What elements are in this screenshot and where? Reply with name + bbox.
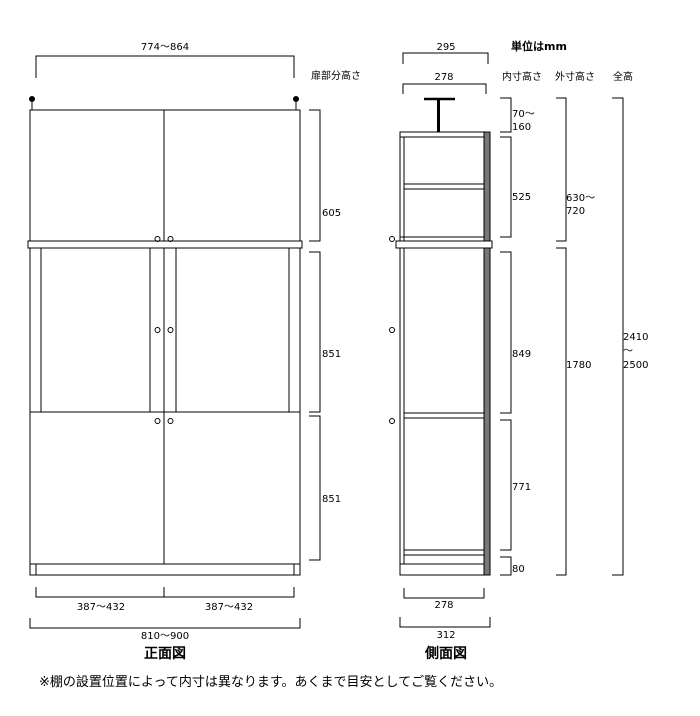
total-height-header: 全高 (613, 70, 633, 83)
outer-height-2: 1780 (566, 360, 591, 371)
side-joint-band (395, 240, 493, 249)
inner-height-bracket-5 (500, 556, 512, 576)
inner-height-1: 70～160 (512, 109, 535, 133)
front-top-width-line (35, 55, 295, 78)
door-height-bracket-1 (309, 109, 321, 242)
outer-height-1: 630～720 (566, 193, 595, 217)
middle-knob-right (167, 327, 174, 333)
lower-knob-right (167, 418, 174, 424)
side-top-depth: 295 (436, 42, 455, 53)
lower-knob-left (154, 418, 161, 424)
adjuster-bolt-right (293, 96, 299, 110)
side-view (389, 52, 624, 628)
side-upper-backpanel (483, 131, 491, 242)
side-lower-body (399, 247, 491, 576)
door-width-right: 387～432 (205, 602, 253, 613)
inner-height-4: 771 (512, 482, 531, 493)
side-inner-depth: 278 (434, 72, 453, 83)
front-top-width: 774～864 (141, 42, 189, 53)
front-view (27, 55, 321, 629)
side-bottom-total-line (399, 617, 491, 628)
upper-cabinet (29, 109, 301, 242)
door-height-bracket-2 (309, 251, 321, 413)
unit-label: 単位はmm (511, 39, 567, 53)
side-bottom-inner-line (403, 588, 485, 599)
side-total-depth: 312 (436, 630, 455, 641)
side-lower-backpanel (483, 247, 491, 576)
inner-height-bracket-4 (500, 419, 512, 551)
outer-height-header: 外寸高さ (555, 70, 595, 83)
side-lower-knob (389, 418, 395, 424)
side-bottom-inner-depth: 278 (434, 600, 453, 611)
inner-height-header: 内寸高さ (502, 70, 542, 83)
side-middle-knob (389, 327, 395, 333)
inner-height-5: 80 (512, 564, 525, 575)
door-width-left: 387～432 (77, 602, 125, 613)
side-lower-shelf-1 (403, 412, 485, 419)
footnote: ※棚の設置位置によって内寸は異なります。あくまで目安としてご覧ください。 (39, 675, 503, 690)
front-total-width: 810～900 (141, 631, 189, 642)
total-width-line (29, 618, 301, 629)
side-lower-shelf-2 (403, 549, 485, 556)
inner-height-2: 525 (512, 192, 531, 203)
inner-height-bracket-2 (500, 136, 512, 238)
door-height-1: 605 (322, 208, 341, 219)
outer-height-bracket-1 (556, 97, 567, 242)
door-height-bracket-3 (309, 415, 321, 561)
inner-height-bracket-3 (500, 251, 512, 414)
middle-knob-left (154, 327, 161, 333)
door-height-header: 扉部分高さ (311, 69, 361, 82)
side-view-title: 側面図 (424, 645, 467, 662)
total-height: 2410～2500 (623, 332, 648, 371)
inner-height-bracket-1 (500, 97, 512, 133)
front-view-title: 正面図 (144, 646, 186, 662)
side-upper-shelf (403, 183, 485, 190)
adjuster-bolt-left (29, 96, 35, 110)
joint-band (27, 240, 303, 249)
side-upper-body (399, 131, 491, 242)
side-top-depth-line (402, 52, 489, 64)
door-height-2: 851 (322, 349, 341, 360)
outer-height-bracket-2 (556, 247, 567, 576)
side-inner-depth-line (402, 83, 487, 94)
door-width-line (35, 587, 295, 598)
inner-height-3: 849 (512, 349, 531, 360)
total-height-bracket (612, 97, 624, 576)
side-upper-knob (389, 236, 395, 242)
door-height-3: 851 (322, 494, 341, 505)
